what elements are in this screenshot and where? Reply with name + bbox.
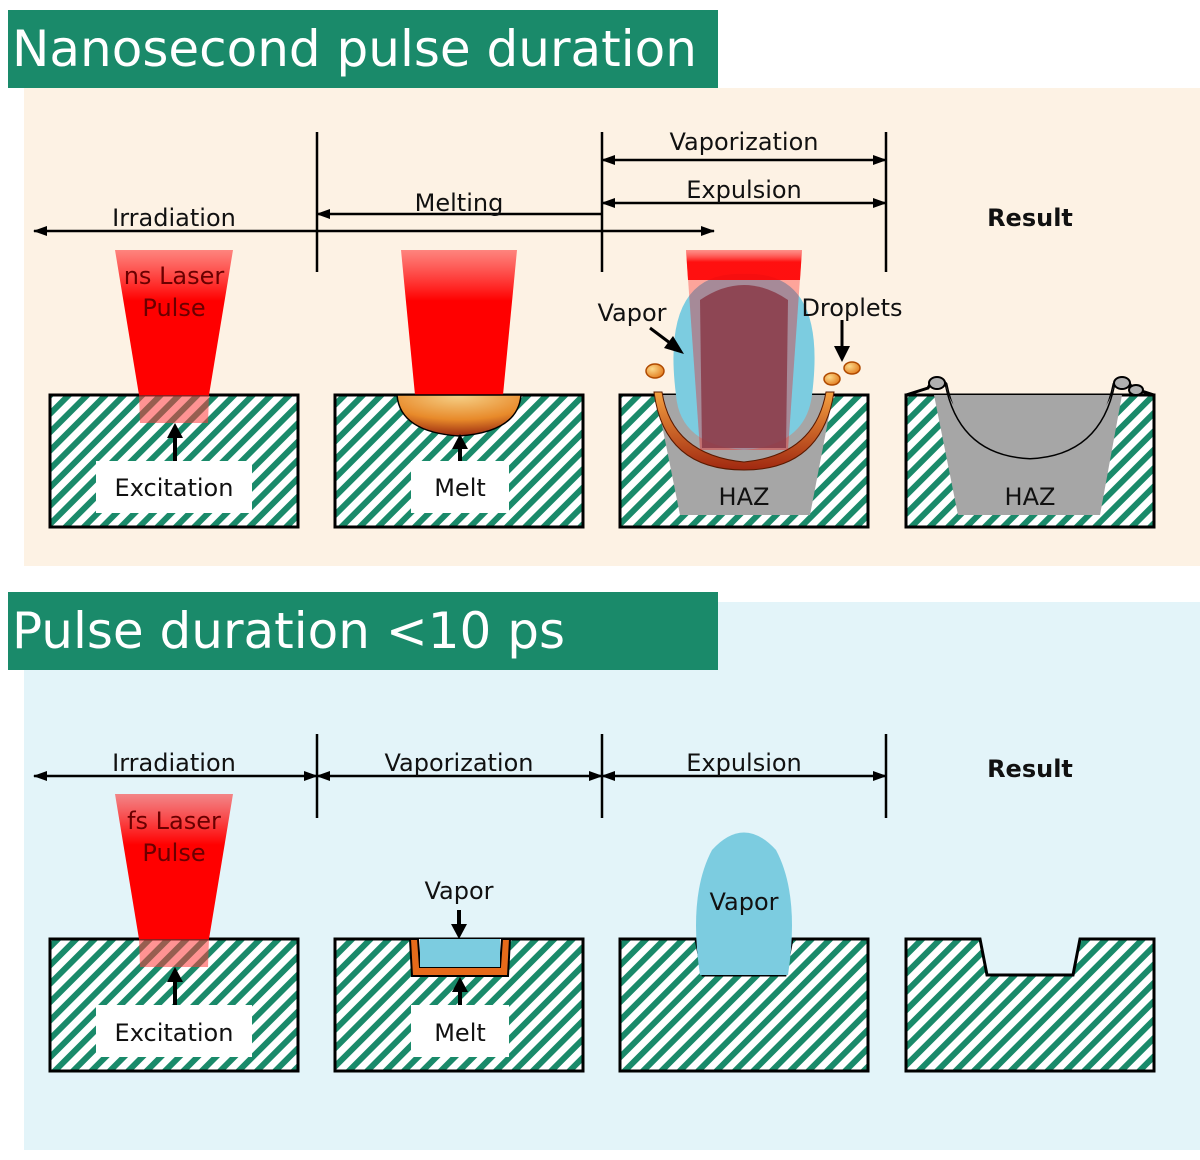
top-expulsion-label: Expulsion — [686, 176, 802, 204]
excitation-label-box — [96, 461, 252, 513]
bottom-timeline — [33, 734, 888, 818]
melt-label-box — [411, 1005, 509, 1057]
excitation-label-box — [96, 1005, 252, 1057]
excitation-arrow-icon — [167, 967, 183, 982]
absorption-zone — [139, 939, 209, 967]
resolidified-droplet-icon — [1128, 384, 1144, 396]
bottom-result-label: Result — [987, 755, 1073, 783]
melt-layer — [408, 938, 512, 977]
ns-laser-label-line2: Pulse — [142, 294, 205, 322]
top-timeline — [33, 132, 888, 272]
top-panel-title: Nanosecond pulse duration — [8, 10, 718, 88]
top-stage-vaporization — [618, 250, 870, 529]
vapor-layer — [420, 939, 500, 967]
top-result-label: Result — [987, 204, 1073, 232]
droplets-arrow-icon — [834, 346, 850, 362]
bottom-stage-result — [904, 937, 1156, 1073]
resolidified-droplet-icon — [1113, 376, 1131, 390]
fs-laser-label-line2: Pulse — [142, 839, 205, 867]
bottom-excitation-label: Excitation — [115, 1019, 234, 1047]
droplet-icon — [645, 363, 665, 379]
droplet-icon — [843, 361, 861, 375]
bottom-melt-label: Melt — [434, 1019, 486, 1047]
absorption-zone — [139, 395, 209, 423]
top-irradiation-label: Irradiation — [112, 204, 236, 232]
bottom-stage-irradiation — [48, 794, 300, 1073]
top-vaporization-label: Vaporization — [670, 128, 819, 156]
melt-label-box — [411, 461, 509, 513]
droplet-icon — [823, 372, 841, 386]
bottom-panel-title: Pulse duration <10 ps — [8, 592, 718, 670]
top-haz-result-label: HAZ — [1005, 483, 1056, 511]
top-stage-irradiation — [48, 250, 300, 529]
top-excitation-label: Excitation — [115, 474, 234, 502]
bottom-irradiation-label: Irradiation — [112, 749, 236, 777]
top-droplets-label: Droplets — [801, 294, 902, 322]
melt-arrow-icon — [452, 977, 468, 992]
top-stage-result — [904, 376, 1156, 529]
vapor-plume — [696, 832, 792, 975]
crater-rim-melt — [653, 391, 835, 471]
bottom-vapor-label: Vapor — [424, 877, 493, 905]
ns-laser-beam — [401, 250, 517, 395]
bottom-vaporization-label: Vaporization — [385, 749, 534, 777]
melt-arrow-icon — [452, 434, 468, 449]
vapor-arrow-icon — [664, 336, 684, 354]
top-melt-label: Melt — [434, 474, 486, 502]
top-melting-label: Melting — [415, 189, 504, 217]
workpiece-block — [904, 937, 1156, 1073]
top-stage-melting — [333, 250, 585, 529]
bottom-expulsion-vapor-label: Vapor — [709, 888, 778, 916]
resolidified-droplet-icon — [928, 376, 946, 390]
bottom-expulsion-label: Expulsion — [686, 749, 802, 777]
top-haz-label: HAZ — [719, 483, 770, 511]
ns-laser-beam — [115, 250, 233, 395]
vapor-arrow-icon — [451, 924, 467, 939]
bottom-stage-expulsion — [618, 832, 870, 1073]
top-vapor-label: Vapor — [597, 299, 666, 327]
excitation-arrow-icon — [167, 423, 183, 438]
fs-laser-label-line1: fs Laser — [127, 807, 221, 835]
ns-laser-label-line1: ns Laser — [124, 262, 225, 290]
fs-laser-beam — [115, 794, 233, 939]
bottom-stage-vaporization — [333, 910, 585, 1073]
